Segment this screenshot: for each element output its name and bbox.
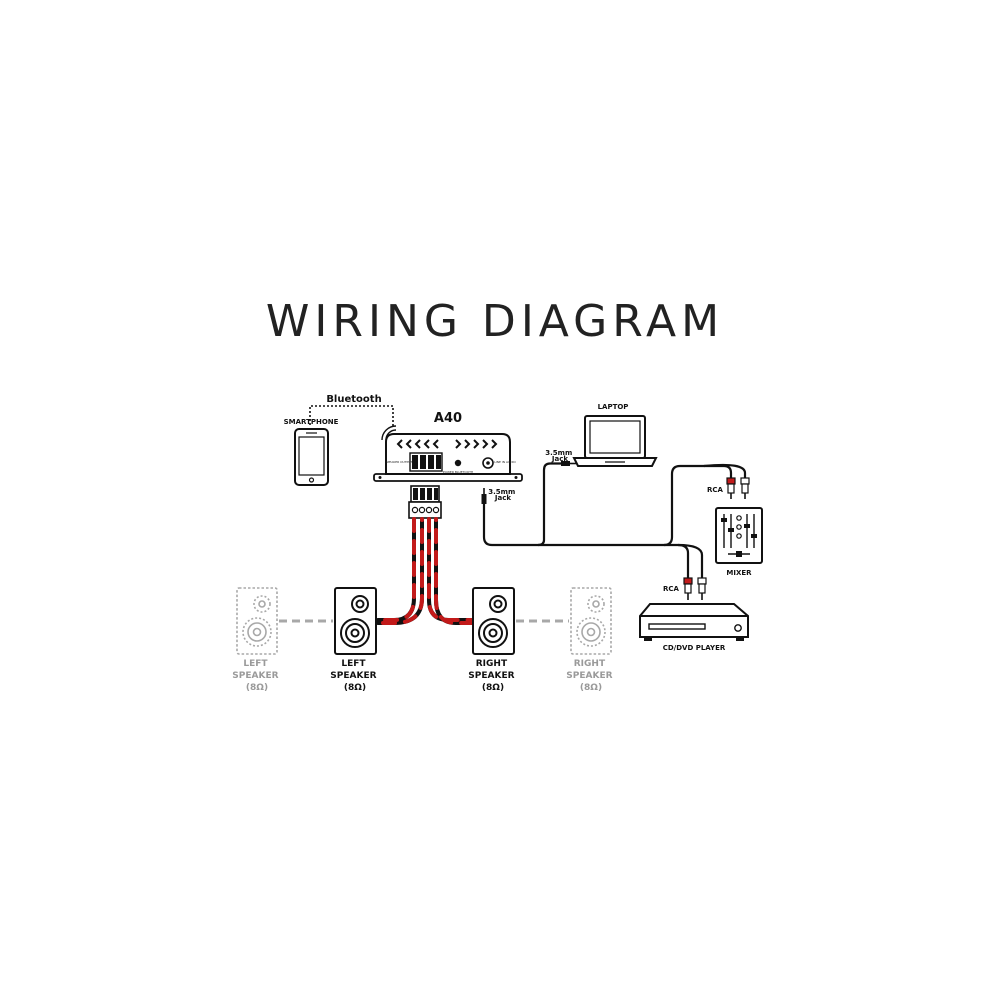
speaker-terminal-plug — [408, 485, 442, 519]
power-bluetooth-button — [454, 459, 462, 467]
rca-player-label: RCA — [663, 585, 680, 593]
speaker-right-main — [472, 587, 515, 655]
amplifier-a40: SPEAKER OUTPUT POWER BLUETOOTH LINE IN A… — [373, 425, 523, 482]
speaker-label-left-main: LEFT SPEAKER (8Ω) — [330, 659, 379, 693]
cd-dvd-player-label: CD/DVD PLAYER — [663, 644, 726, 652]
speaker-right-optional — [570, 587, 612, 655]
smartphone-icon — [294, 428, 329, 486]
signal-cables — [482, 462, 747, 578]
speaker-output-terminals — [409, 452, 443, 472]
amp-jack-plug — [481, 488, 487, 504]
cd-dvd-player-icon — [639, 603, 749, 641]
mixer-icon — [715, 507, 763, 564]
mixer-label: MIXER — [726, 569, 752, 577]
heatsink-fins — [396, 439, 498, 449]
laptop-icon — [572, 415, 658, 467]
laptop-jack-plug — [561, 461, 576, 466]
rca-mixer-label: RCA — [707, 486, 724, 494]
amp-panel-linein-text: LINE IN AUDIO — [494, 460, 516, 464]
diagram-title: WIRING DIAGRAM — [266, 296, 724, 347]
rca-plugs-player — [683, 577, 707, 600]
speaker-left-optional — [236, 587, 278, 655]
speaker-label-right-optional: RIGHT SPEAKER (8Ω) — [566, 659, 615, 693]
smartphone-label: SMARTPHONE — [284, 418, 339, 426]
amp-panel-speaker-text: SPEAKER OUTPUT — [386, 460, 413, 464]
amp-panel-power-text: POWER BLUETOOTH — [443, 470, 473, 474]
laptop-label: LAPTOP — [598, 403, 629, 411]
amp-model-label: A40 — [434, 411, 462, 426]
rca-plugs-mixer — [726, 477, 750, 499]
amp-jack-label: 3.5mm Jack — [488, 488, 517, 502]
speaker-wires — [376, 517, 473, 625]
laptop-jack-label: 3.5mm Jack — [545, 449, 574, 463]
bluetooth-label: Bluetooth — [326, 394, 381, 405]
speaker-label-right-main: RIGHT SPEAKER (8Ω) — [468, 659, 517, 693]
speaker-label-left-optional: LEFT SPEAKER (8Ω) — [232, 659, 281, 693]
speaker-left-main — [334, 587, 377, 655]
bluetooth-link: Bluetooth — [309, 394, 394, 428]
